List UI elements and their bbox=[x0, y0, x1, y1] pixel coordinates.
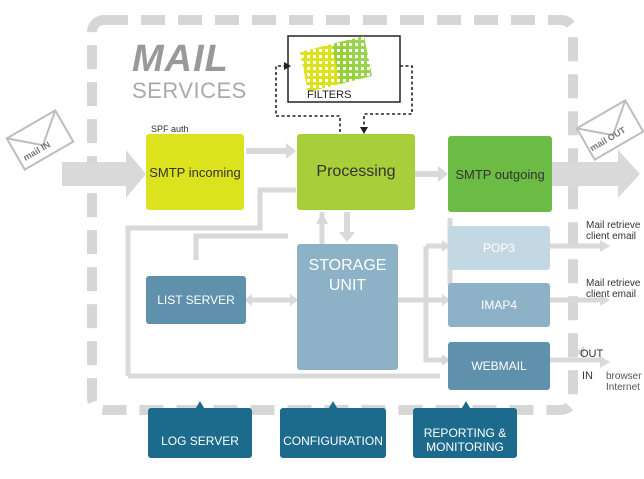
storage-label-line2: UNIT bbox=[328, 277, 367, 294]
outgoing-arrow bbox=[552, 150, 640, 198]
list-server-node: LIST SERVER bbox=[146, 276, 246, 324]
smtp-outgoing-label: SMTP outgoing bbox=[455, 166, 545, 182]
pop3-label: POP3 bbox=[482, 241, 515, 255]
pop3-client-label-1: Mail retrieve bbox=[586, 220, 641, 231]
arrow-processing-to-smtp-out bbox=[414, 166, 448, 182]
title-sub: SERVICES bbox=[132, 78, 247, 103]
reporting-node: REPORTING & MONITORING bbox=[413, 408, 517, 458]
processing-node: Processing bbox=[297, 134, 415, 210]
list-server-label: LIST SERVER bbox=[157, 293, 235, 307]
webmail-out-label: OUT bbox=[580, 348, 604, 360]
webmail-label: WEBMAIL bbox=[471, 359, 527, 373]
log-server-label: LOG SERVER bbox=[161, 434, 239, 448]
arrow-smtp-to-processing bbox=[246, 143, 296, 159]
arrow-webmail-out bbox=[600, 356, 610, 368]
arrow-to-pop3-client bbox=[600, 240, 610, 252]
storage-label-line1: STORAGE bbox=[308, 257, 387, 274]
arrow-into-list bbox=[244, 294, 252, 306]
pop3-node: POP3 bbox=[448, 226, 550, 270]
filters-label: FILTERS bbox=[307, 89, 352, 101]
arrow-processing-to-storage bbox=[339, 212, 355, 242]
pop3-client-label-2: client email bbox=[586, 231, 637, 242]
processing-label: Processing bbox=[316, 163, 396, 180]
spf-label: SPF auth bbox=[151, 124, 189, 134]
log-server-node: LOG SERVER bbox=[148, 408, 252, 458]
filter-arrowhead-in bbox=[284, 62, 291, 70]
incoming-arrow bbox=[62, 150, 146, 198]
reporting-text: REPORTING & MONITORING bbox=[424, 426, 506, 454]
imap4-node: IMAP4 bbox=[448, 283, 550, 327]
filter-connectors bbox=[275, 65, 413, 132]
imap4-label: IMAP4 bbox=[480, 298, 517, 312]
reporting-label-2: MONITORING bbox=[426, 440, 504, 454]
mail-out-envelope-icon bbox=[575, 99, 644, 161]
arrow-to-imap-client bbox=[600, 294, 610, 306]
arrow-webmail-in bbox=[576, 346, 584, 358]
imap-client-label-2: client email bbox=[586, 289, 637, 300]
title-main: MAIL bbox=[132, 38, 229, 80]
configuration-label: CONFIGURATION bbox=[283, 434, 383, 448]
webmail-in-label: IN bbox=[582, 370, 593, 382]
mail-in-envelope-icon bbox=[5, 109, 75, 171]
arrow-into-pop3 bbox=[442, 240, 450, 252]
internet-label: Internet bbox=[606, 382, 640, 393]
storage-text: STORAGE UNIT bbox=[309, 256, 387, 296]
arrow-into-processing-bottom bbox=[316, 212, 328, 224]
arrow-into-webmail bbox=[442, 354, 450, 366]
browser-label: browser bbox=[606, 371, 642, 382]
smtp-outgoing-node: SMTP outgoing bbox=[448, 136, 552, 212]
imap-client-label-1: Mail retrieve bbox=[586, 278, 641, 289]
reporting-label-1: REPORTING & bbox=[423, 426, 507, 440]
arrow-into-imap bbox=[442, 294, 450, 306]
storage-unit-node: STORAGE UNIT bbox=[297, 244, 398, 370]
smtp-incoming-node: SMTP incoming bbox=[146, 134, 244, 210]
configuration-node: CONFIGURATION bbox=[280, 408, 386, 458]
webmail-node: WEBMAIL bbox=[448, 342, 550, 390]
smtp-incoming-label: SMTP incoming bbox=[149, 164, 241, 180]
filter-arrowhead-out bbox=[360, 127, 368, 134]
filter-grid-icon bbox=[300, 36, 372, 92]
arrow-into-storage-left bbox=[290, 294, 298, 306]
